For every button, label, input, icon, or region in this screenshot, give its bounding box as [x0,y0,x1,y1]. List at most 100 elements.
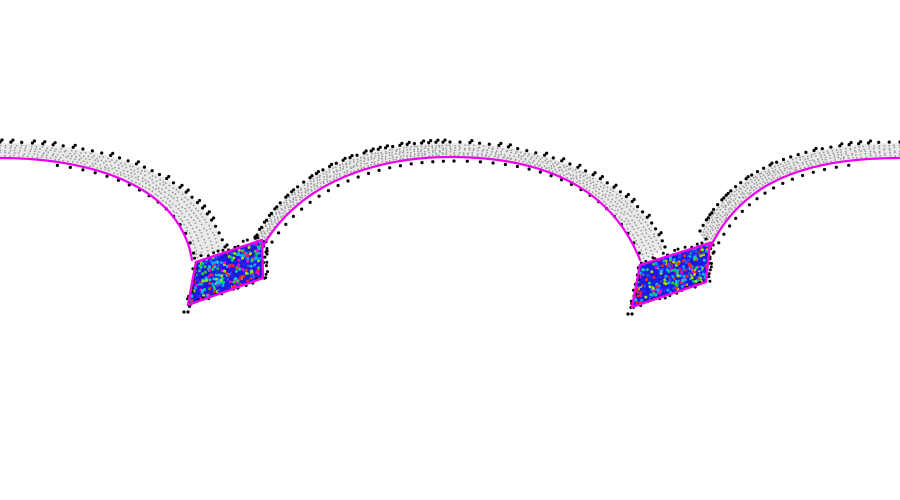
pocket-particle [188,281,190,285]
band-particle [507,156,510,159]
wall-particle [265,260,269,264]
band-particle [804,158,806,161]
pocket-particle [655,284,659,288]
pocket-particle [223,269,226,273]
band-particle [62,154,65,157]
pocket-particle [242,297,246,301]
pocket-particle [646,273,650,277]
band-particle [322,182,325,185]
wall-particle [422,139,426,143]
band-particle [183,215,186,218]
band-particle [728,200,731,203]
pocket-particle [219,299,223,303]
band-particle [192,243,195,246]
band-particle [620,201,623,204]
band-particle [726,213,729,216]
band-particle [706,233,709,235]
band-particle [579,182,581,185]
pocket-particle [228,240,232,242]
pocket-particle [668,286,671,290]
band-particle [352,159,355,161]
band-particle [196,237,199,240]
band-particle [165,201,167,204]
band-particle [373,163,376,166]
band-particle [805,160,807,163]
wall-particle [636,205,640,209]
pocket-particle [662,288,666,292]
band-particle [159,178,162,181]
pocket-particle [690,300,694,304]
band-particle [467,152,470,155]
pocket-particle [224,271,228,275]
pocket-particle [195,283,199,287]
band-particle [824,158,827,161]
band-particle [409,155,412,158]
band-particle [363,157,366,160]
band-particle [810,154,813,156]
band-particle [728,211,731,213]
wall-particle [859,140,863,144]
band-particle [647,255,650,258]
band-particle [717,216,719,219]
pocket-particle [694,294,698,298]
band-particle [607,198,610,201]
band-particle [701,234,703,237]
band-particle [158,190,161,193]
band-particle [141,180,144,183]
wall-particle [308,200,312,204]
band-particle [854,146,856,149]
wall-particle [41,142,45,146]
pocket-particle [705,287,709,291]
band-particle [322,172,325,175]
band-particle [615,205,617,208]
pocket-particle [661,304,665,307]
band-particle [185,210,188,213]
band-particle [737,200,739,202]
band-particle [888,147,891,150]
band-particle [786,166,788,169]
band-particle [764,182,767,185]
band-particle [592,177,594,180]
band-particle [359,159,362,162]
band-particle [557,162,560,165]
band-particle [352,166,355,169]
band-particle [619,194,621,197]
band-particle [97,160,99,163]
band-particle [713,221,716,224]
band-particle [745,184,748,187]
band-particle [319,174,321,177]
band-particle [630,211,633,213]
band-particle [306,183,309,185]
band-particle [653,248,656,251]
pocket-particle [212,277,216,281]
band-particle [205,246,208,249]
band-particle [388,160,391,162]
band-particle [878,151,881,154]
band-particle [635,239,637,242]
band-particle [338,172,341,175]
band-particle [448,144,451,147]
band-particles [0,144,900,260]
wall-particle [568,162,572,166]
band-particle [714,233,716,235]
pocket-particle [700,248,704,252]
band-particle [292,198,295,201]
band-particle [312,180,315,183]
band-particle [595,193,597,196]
band-particle [123,173,125,175]
pocket-particle [703,298,707,302]
band-particle [205,229,208,232]
band-particle [82,160,85,163]
band-particle [70,149,73,152]
band-particle [649,246,651,249]
wall-particle [840,142,844,146]
band-particle [640,238,642,241]
band-particle [121,165,124,168]
band-particle [823,154,826,157]
band-particle [107,167,110,170]
band-particle [131,175,133,178]
wall-particle [443,138,447,142]
band-particle [428,152,431,154]
pocket-particle [228,270,231,274]
wall-particle [310,174,314,178]
